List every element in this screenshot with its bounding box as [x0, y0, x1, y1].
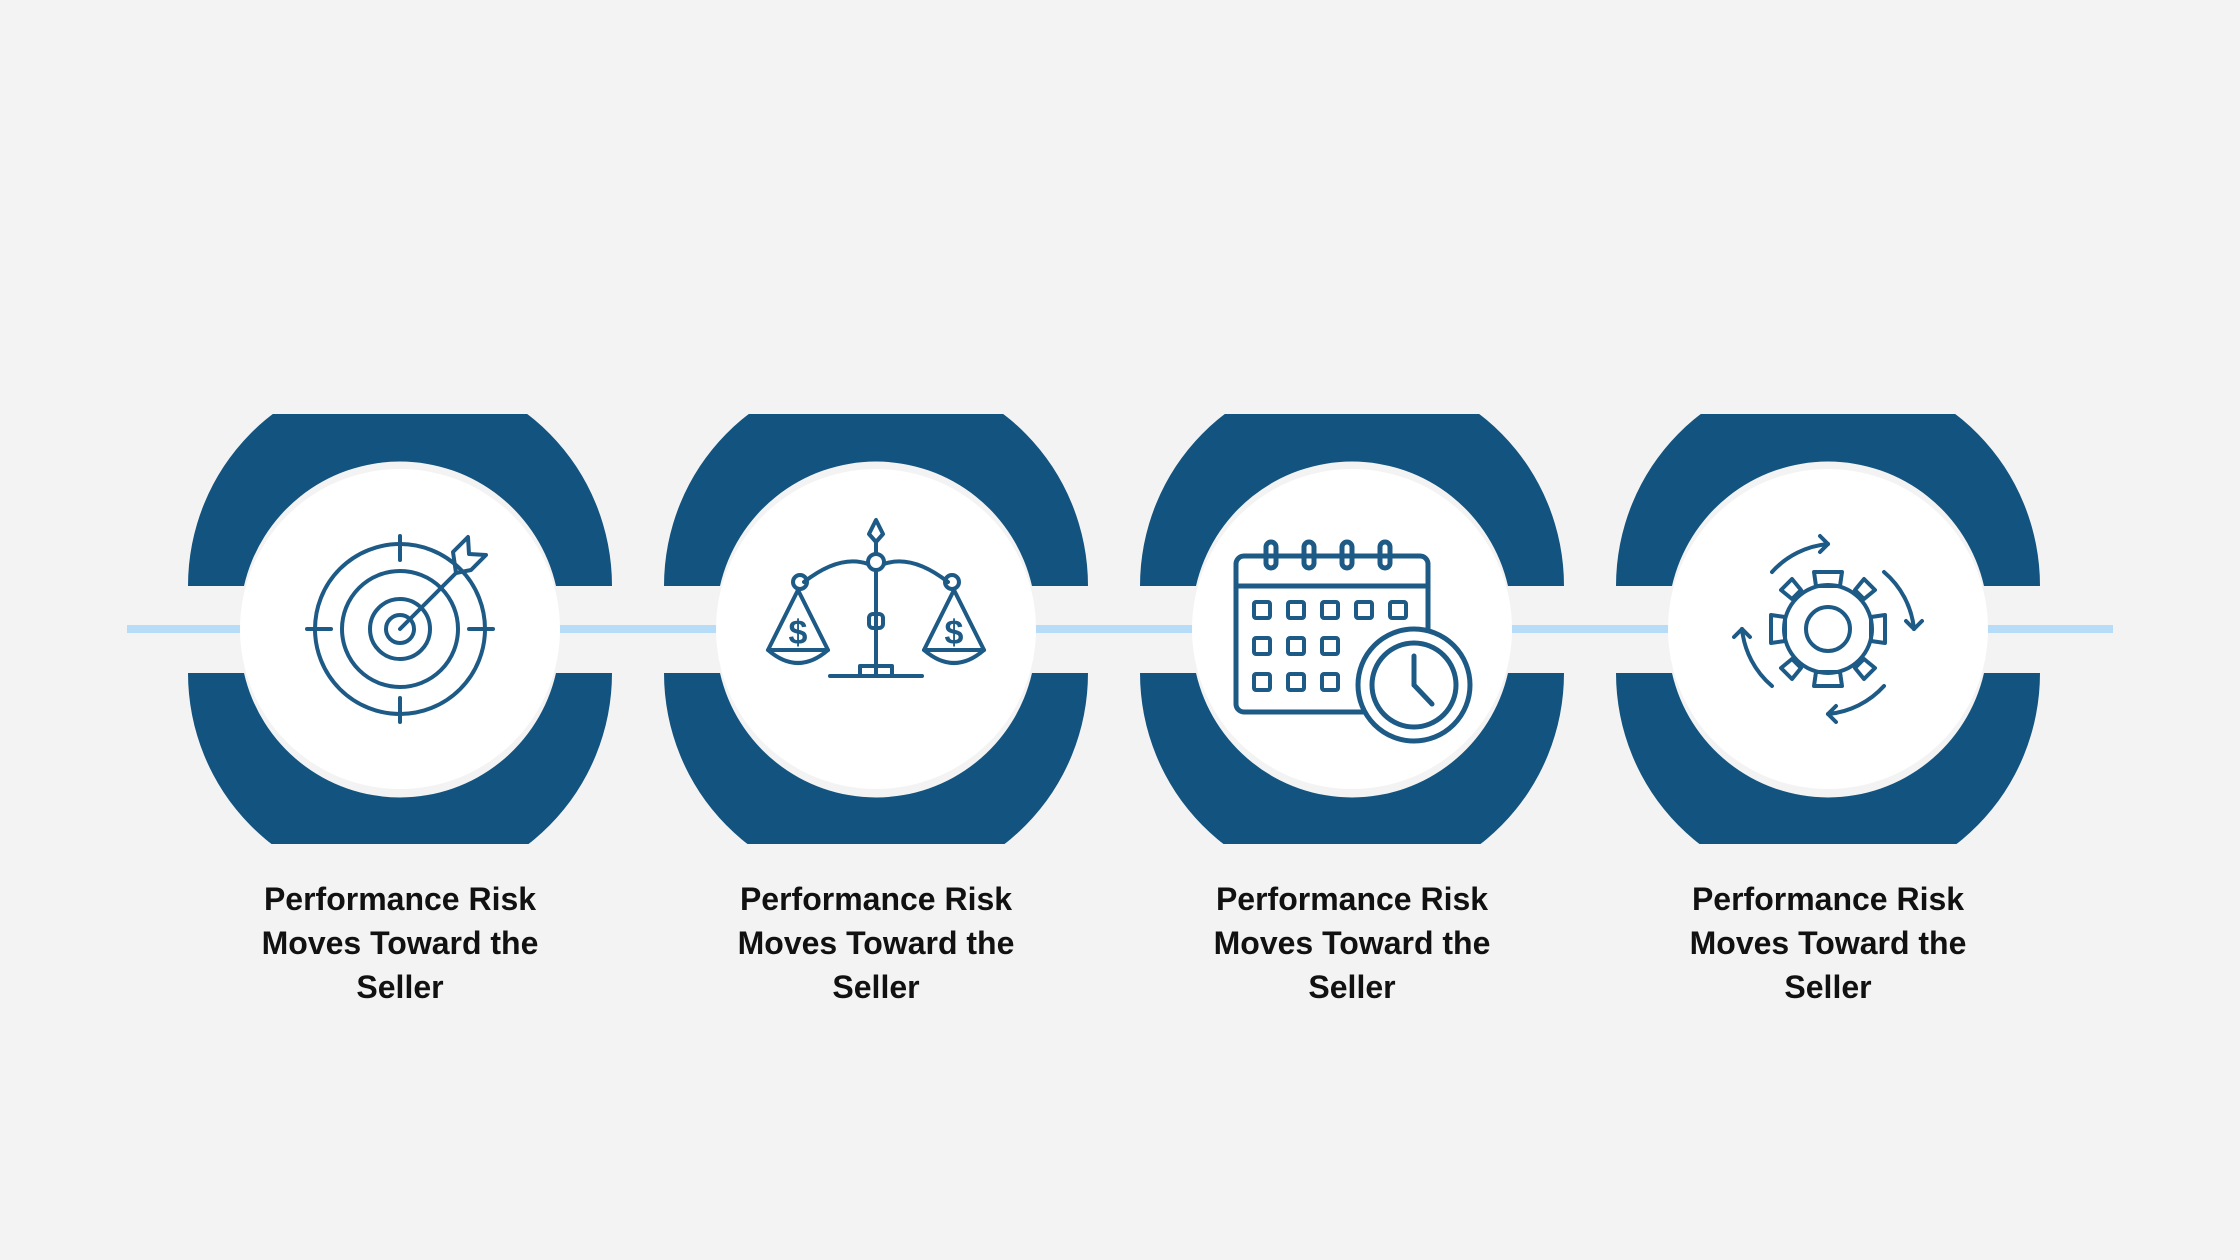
label-line: Moves Toward the — [737, 925, 1015, 961]
scales-icon — [766, 518, 986, 678]
label-line: Seller — [356, 969, 444, 1005]
label-line: Moves Toward the — [261, 925, 539, 961]
step-1: Performance Risk Moves Toward the Seller — [162, 0, 638, 1260]
label-line: Seller — [832, 969, 920, 1005]
dollar-right-icon: $ — [945, 614, 964, 652]
gear-cycle-icon — [1732, 534, 1924, 724]
label-line: Performance Risk — [263, 881, 537, 917]
step-ring: $ $ — [664, 414, 1088, 844]
step-label: Performance Risk Moves Toward the Seller — [1114, 877, 1590, 1009]
step-label: Performance Risk Moves Toward the Seller — [162, 877, 638, 1009]
step-4: Performance Risk Moves Toward the Seller — [1590, 0, 2066, 1260]
calendar-icon — [1233, 539, 1431, 715]
clock-icon — [1355, 626, 1473, 744]
label-line: Performance Risk — [1691, 881, 1965, 917]
step-label: Performance Risk Moves Toward the Seller — [1590, 877, 2066, 1009]
step-ring — [188, 414, 612, 844]
connector-line — [127, 625, 2113, 633]
step-ring — [1140, 414, 1564, 844]
step-label: Performance Risk Moves Toward the Seller — [638, 877, 1114, 1009]
target-icon — [305, 534, 495, 724]
calendar-grid — [1252, 600, 1408, 692]
step-2: $ $ Performance Risk Moves Toward the Se… — [638, 0, 1114, 1260]
label-line: Performance Risk — [1215, 881, 1489, 917]
step-3: Performance Risk Moves Toward the Seller — [1114, 0, 1590, 1260]
step-ring — [1616, 414, 2040, 844]
dollar-left-icon: $ — [789, 614, 808, 652]
label-line: Moves Toward the — [1213, 925, 1491, 961]
label-line: Performance Risk — [739, 881, 1013, 917]
label-line: Seller — [1784, 969, 1872, 1005]
label-line: Moves Toward the — [1689, 925, 1967, 961]
label-line: Seller — [1308, 969, 1396, 1005]
